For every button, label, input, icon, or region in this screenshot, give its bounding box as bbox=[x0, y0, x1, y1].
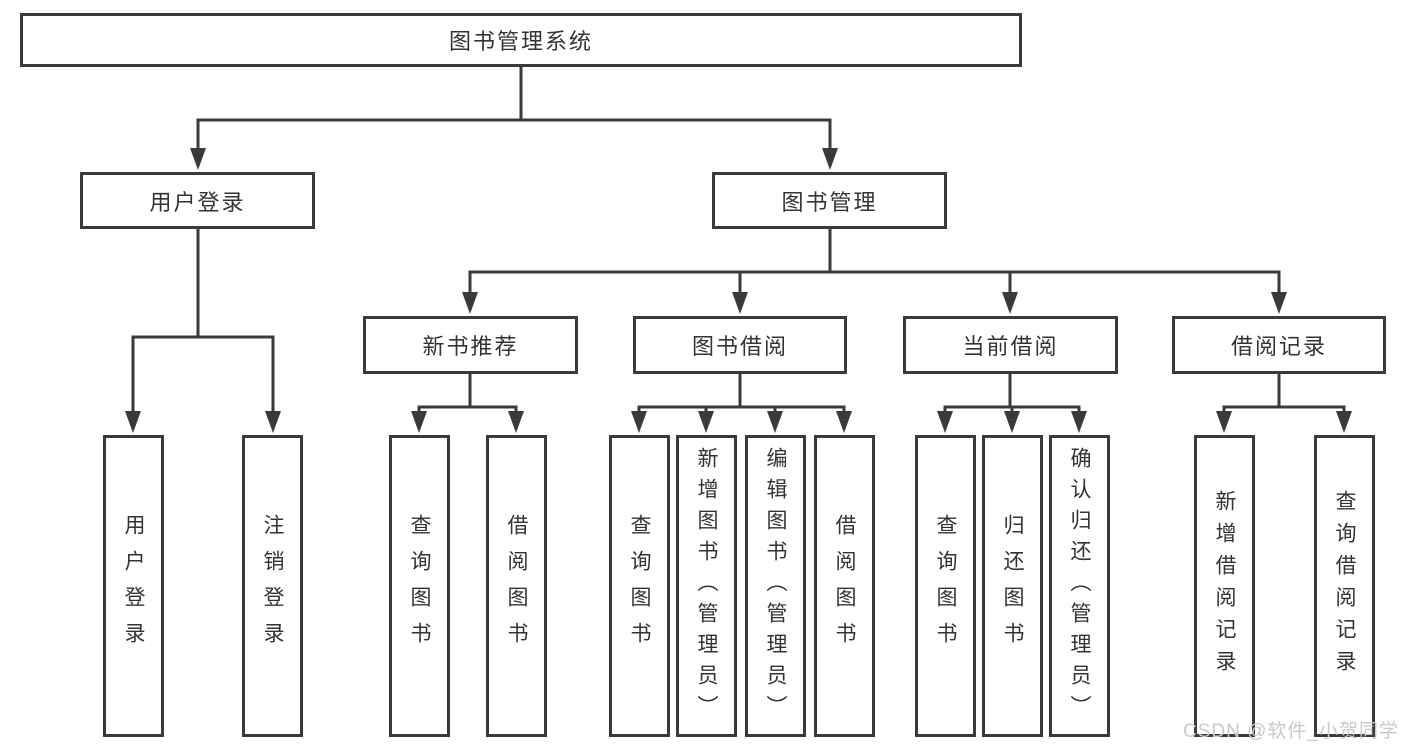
leaf-user-login: 用户登录 bbox=[103, 435, 164, 737]
leaf-query-books-current: 查询图书 bbox=[915, 435, 976, 737]
leaf-borrow-books-borrowing: 借阅图书 bbox=[814, 435, 875, 737]
leaf-query-borrow-record: 查询借阅记录 bbox=[1314, 435, 1375, 737]
leaf-add-borrow-record: 新增借阅记录 bbox=[1194, 435, 1255, 737]
leaf-edit-book-admin: 编辑图书（管理员） bbox=[745, 435, 806, 737]
node-book-management: 图书管理 bbox=[712, 172, 947, 229]
down-arrowhead-icon bbox=[125, 148, 1352, 433]
leaf-add-book-admin: 新增图书（管理员） bbox=[676, 435, 737, 737]
csdn-watermark: CSDN @软件_小贺同学 bbox=[1183, 721, 1399, 742]
leaf-return-book: 归还图书 bbox=[982, 435, 1043, 737]
node-current-borrowing: 当前借阅 bbox=[903, 316, 1118, 374]
leaf-confirm-return-admin: 确认归还（管理员） bbox=[1049, 435, 1110, 737]
leaf-query-books-borrowing: 查询图书 bbox=[609, 435, 670, 737]
node-book-borrowing: 图书借阅 bbox=[633, 316, 847, 374]
leaf-logout: 注销登录 bbox=[242, 435, 303, 737]
node-user-login: 用户登录 bbox=[80, 172, 315, 229]
leaf-borrow-books-recommend: 借阅图书 bbox=[486, 435, 547, 737]
node-borrowing-records: 借阅记录 bbox=[1172, 316, 1386, 374]
node-new-book-recommendation: 新书推荐 bbox=[363, 316, 578, 374]
leaf-query-books-recommend: 查询图书 bbox=[389, 435, 450, 737]
node-library-management-system: 图书管理系统 bbox=[20, 13, 1022, 67]
